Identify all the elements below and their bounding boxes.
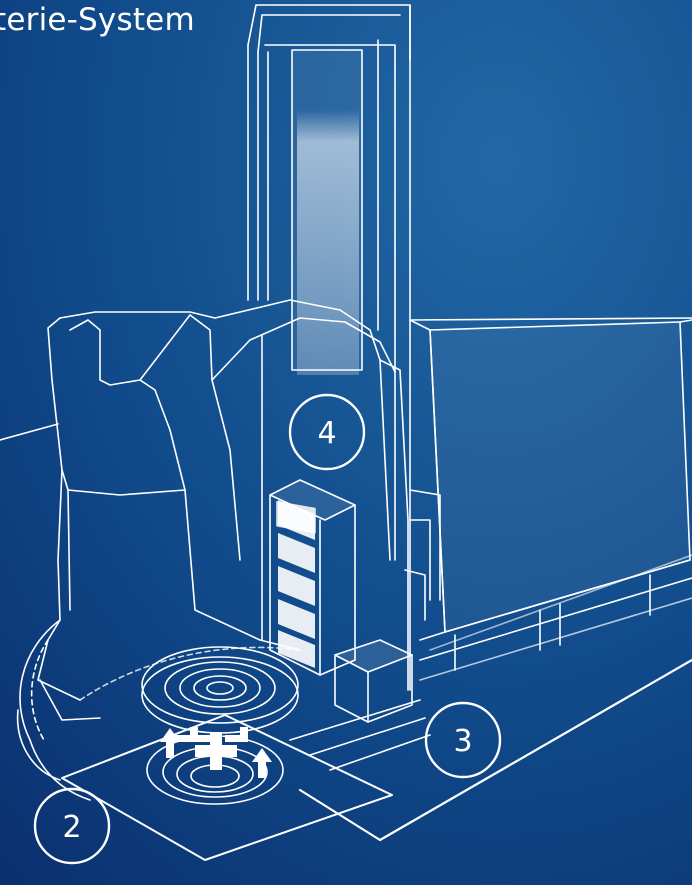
battery-cells <box>278 500 315 668</box>
marker-3-label: 3 <box>453 724 472 759</box>
marker-4-label: 4 <box>317 416 336 451</box>
diagram-title: terie-System <box>0 2 195 38</box>
mast-lift-indicator <box>297 110 359 375</box>
marker-2-label: 2 <box>62 810 81 845</box>
